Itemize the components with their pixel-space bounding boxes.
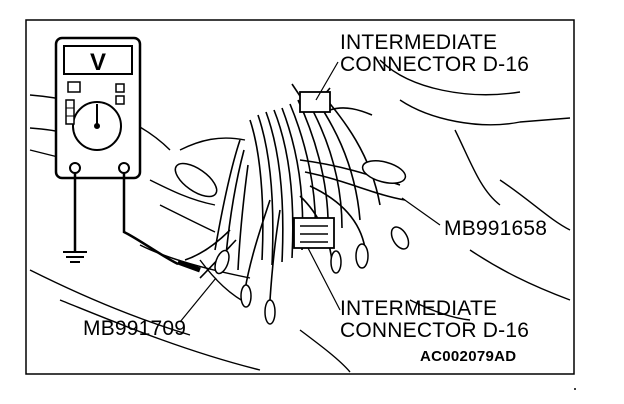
figure-code: AC002079AD bbox=[420, 348, 517, 365]
connector-label-bottom: INTERMEDIATE CONNECTOR D-16 bbox=[340, 298, 529, 342]
test-clips bbox=[174, 91, 410, 325]
corner-dot bbox=[574, 388, 576, 390]
connector-label-top: INTERMEDIATE CONNECTOR D-16 bbox=[340, 32, 529, 76]
voltmeter-icon: V bbox=[54, 36, 142, 180]
meter-display: V bbox=[90, 49, 106, 76]
engine-bay-sketch bbox=[29, 59, 571, 373]
connector-label-bottom-line1: INTERMEDIATE bbox=[340, 297, 498, 320]
connector-label-top-line2: CONNECTOR D-16 bbox=[340, 53, 530, 76]
tool-label-mb991709: MB991709 bbox=[83, 317, 187, 340]
leader-lines bbox=[179, 61, 441, 323]
connector-label-top-line1: INTERMEDIATE bbox=[340, 31, 498, 54]
tool-label-mb991658: MB991658 bbox=[444, 217, 548, 240]
connector-label-bottom-line2: CONNECTOR D-16 bbox=[340, 319, 530, 342]
meter-leads bbox=[73, 173, 201, 273]
ground-symbol-icon bbox=[63, 251, 87, 263]
